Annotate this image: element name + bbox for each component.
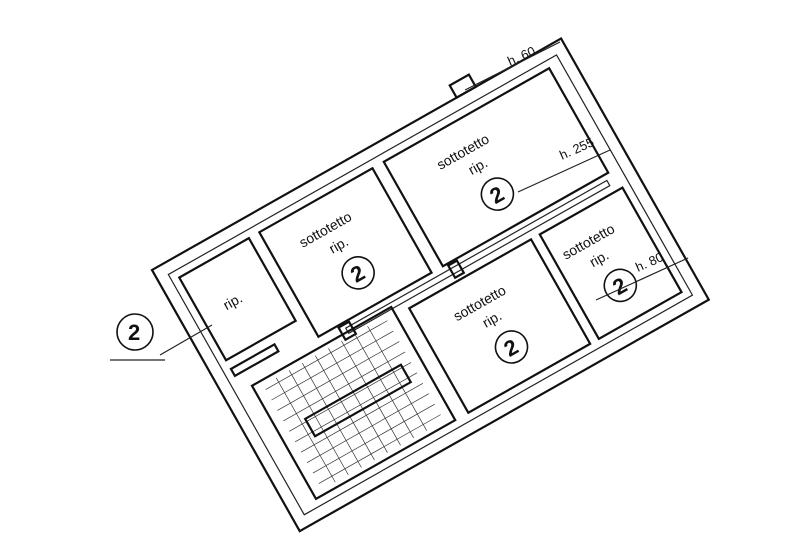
height-label-1: h. 60 — [505, 43, 538, 68]
chimney — [448, 73, 478, 100]
external-tag: 2 — [110, 313, 213, 361]
stair-well — [250, 305, 457, 501]
room-1-sub: rip. — [326, 233, 351, 257]
small-room-wall — [177, 236, 298, 362]
room-4-sub: rip. — [587, 247, 612, 271]
height-leaders — [464, 41, 689, 301]
room-3-wall — [407, 237, 592, 415]
room-1-wall — [257, 166, 434, 339]
outer-wall — [150, 37, 711, 533]
room-2-wall — [382, 66, 610, 268]
room-3-sub: rip. — [480, 307, 505, 331]
outer-wall-inner — [167, 54, 694, 516]
building: rip. sottotetto rip. 2 sottotetto rip. 2… — [150, 37, 711, 533]
room-4-wall — [538, 186, 684, 341]
stair-steps — [265, 320, 441, 484]
room-2-sub: rip. — [465, 154, 490, 178]
small-room-label: rip. — [220, 290, 245, 314]
external-tag-number: 2 — [128, 320, 140, 345]
stair-core — [303, 363, 413, 438]
pillar-2 — [446, 259, 466, 280]
partition-left — [229, 342, 280, 378]
